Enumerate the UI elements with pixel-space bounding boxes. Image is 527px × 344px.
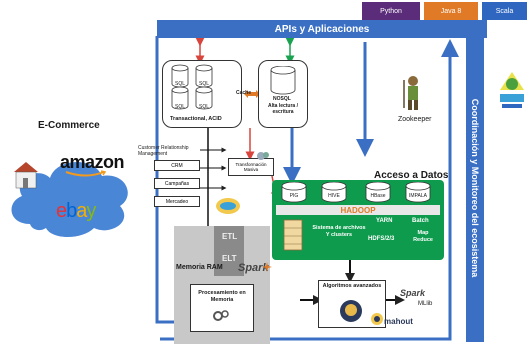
amazon-smile-icon bbox=[65, 170, 107, 177]
crm-box: CRM bbox=[154, 160, 200, 171]
ecommerce-cloud bbox=[11, 161, 128, 237]
chukwa-logo bbox=[500, 72, 524, 108]
campaigns-box: Campañas bbox=[154, 178, 200, 189]
spark-logo: Spark bbox=[238, 262, 269, 274]
amazon-logo: amazon bbox=[60, 152, 125, 172]
hadoop-band: HADOOP bbox=[276, 205, 440, 215]
nosql-label: NOSQL bbox=[273, 96, 291, 102]
transform-label: Transformación Masiva bbox=[235, 162, 267, 172]
marketing-label: Mercadeo bbox=[165, 198, 189, 205]
scala-label: Scala bbox=[495, 7, 514, 15]
hadoop-band-label: HADOOP bbox=[340, 205, 376, 215]
cache-label: Cache bbox=[236, 90, 252, 96]
algorithms-label: Algoritmos avanzados bbox=[322, 283, 382, 289]
java-tag: Java 8 bbox=[424, 2, 478, 20]
batch-label: Batch bbox=[412, 218, 429, 224]
transform-gears-icon bbox=[257, 152, 269, 160]
hadoop-title: Acceso a Datos bbox=[374, 170, 449, 181]
processing-label: Procesamiento en Memoria bbox=[198, 290, 246, 303]
elt-label: ELT bbox=[222, 254, 237, 263]
crm-label: CRM bbox=[171, 162, 183, 169]
hive-label: HIVE bbox=[328, 193, 340, 199]
hadoop-tools-cylinders bbox=[281, 182, 431, 203]
brain-icon bbox=[340, 300, 362, 322]
nosql-cylinder bbox=[270, 66, 296, 95]
java-label: Java 8 bbox=[440, 7, 462, 15]
etl-column bbox=[214, 226, 244, 276]
spark-mllib-logo: Spark bbox=[400, 288, 426, 298]
ebay-logo: ebay bbox=[56, 200, 96, 222]
gears-icon bbox=[213, 310, 229, 321]
spark-star-icon bbox=[262, 262, 272, 272]
etl-label: ETL bbox=[222, 232, 238, 241]
coordination-bar: Coordinación y Monitoreo del ecosistema bbox=[466, 34, 484, 342]
files-label: Sistema de archivos Y clusters bbox=[312, 225, 366, 238]
processing-box bbox=[190, 284, 254, 332]
sql-label-2: SQL bbox=[199, 81, 210, 87]
zookeeper-label: Zookeeper bbox=[398, 116, 432, 123]
mapreduce-label: Map Reduce bbox=[413, 230, 433, 243]
apis-label: APIs y Aplicaciones bbox=[274, 23, 370, 35]
sql-caption: Transactional, ACID bbox=[170, 116, 222, 122]
pig-label: PIG bbox=[289, 193, 299, 199]
mahout-icon bbox=[371, 313, 383, 325]
nosql-caption: Alta lectura / escritura bbox=[267, 103, 298, 115]
ecommerce-title: E-Commerce bbox=[38, 120, 100, 131]
hbase-label: HBase bbox=[370, 193, 386, 199]
sql-cylinders bbox=[171, 64, 213, 110]
mllib-label: MLlib bbox=[418, 301, 433, 307]
python-tag: Python bbox=[362, 2, 420, 20]
transform-box: Transformación Masiva bbox=[228, 158, 274, 176]
sql-label-1: SQL bbox=[175, 81, 186, 87]
server-rack-icon bbox=[283, 219, 303, 251]
mahout-label: mahout bbox=[384, 317, 413, 326]
marketing-box: Mercadeo bbox=[154, 196, 200, 207]
elasticsearch-icon bbox=[216, 198, 240, 214]
hdfs-label: HDFS/2/3 bbox=[368, 236, 395, 242]
ram-title: Memoria RAM bbox=[176, 264, 223, 271]
campaigns-label: Campañas bbox=[164, 180, 190, 187]
sql-label-3: SQL bbox=[175, 104, 186, 110]
zookeeper-icon bbox=[403, 76, 418, 110]
yarn-label: YARN bbox=[376, 218, 393, 224]
apis-bar: APIs y Aplicaciones bbox=[157, 20, 487, 38]
sql-label-4: SQL bbox=[199, 104, 210, 110]
python-label: Python bbox=[380, 7, 402, 15]
coordination-label: Coordinación y Monitoreo del ecosistema bbox=[470, 98, 480, 278]
scala-tag: Scala bbox=[482, 2, 527, 20]
impala-label: IMPALA bbox=[409, 193, 427, 199]
crm-title: Customer Relationship Management bbox=[138, 145, 189, 157]
